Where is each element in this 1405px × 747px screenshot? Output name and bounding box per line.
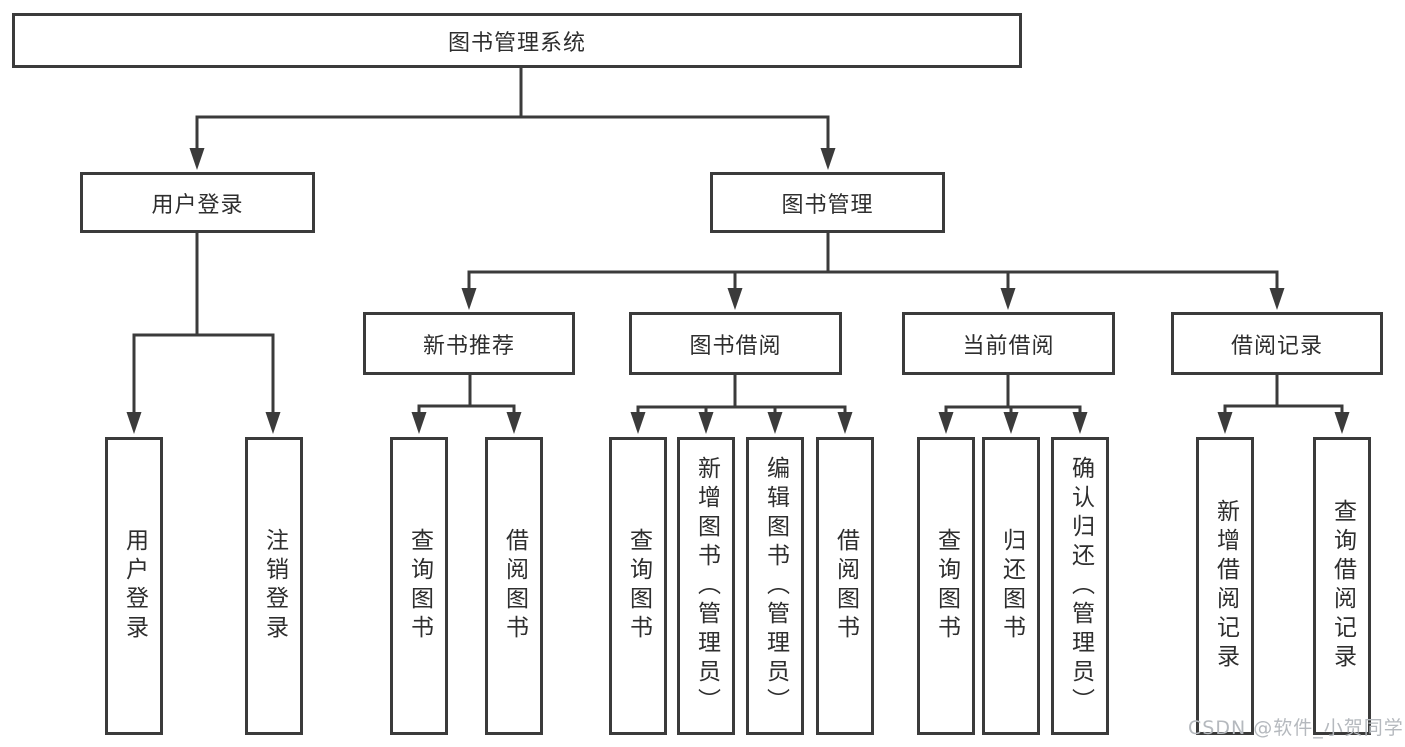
leaf-label: 归还图书 — [998, 528, 1025, 644]
leaf-logout: 注销登录 — [245, 437, 303, 735]
node-label: 当前借阅 — [962, 333, 1055, 359]
leaf-bb-add-book-admin: 新增图书（管理员） — [677, 437, 735, 735]
leaf-bb-query-book: 查询图书 — [609, 437, 667, 735]
csdn-watermark: CSDN @软件_小贺同学 — [1188, 717, 1404, 739]
node-label: 图书管理系统 — [447, 30, 586, 56]
leaf-label: 新增图书（管理员） — [693, 455, 720, 717]
leaf-br-add-record: 新增借阅记录 — [1196, 437, 1254, 735]
node-label: 图书借阅 — [689, 333, 782, 359]
node-label: 用户登录 — [151, 192, 244, 218]
leaf-label: 编辑图书（管理员） — [762, 455, 789, 717]
leaf-cb-confirm-return-admin: 确认归还（管理员） — [1051, 437, 1109, 735]
node-library-management-system: 图书管理系统 — [12, 13, 1022, 68]
node-book-borrowing: 图书借阅 — [629, 312, 842, 375]
leaf-nb-query-book: 查询图书 — [390, 437, 448, 735]
leaf-label: 查询图书 — [406, 528, 433, 644]
node-user-login: 用户登录 — [80, 172, 315, 233]
leaf-user-login: 用户登录 — [105, 437, 163, 735]
node-book-management: 图书管理 — [710, 172, 945, 233]
leaf-cb-query-book: 查询图书 — [917, 437, 975, 735]
leaf-label: 用户登录 — [121, 528, 148, 644]
node-label: 图书管理 — [781, 192, 874, 218]
node-new-book-recommend: 新书推荐 — [363, 312, 575, 375]
leaf-bb-edit-book-admin: 编辑图书（管理员） — [746, 437, 804, 735]
node-label: 借阅记录 — [1230, 333, 1323, 359]
leaf-bb-borrow-book: 借阅图书 — [816, 437, 874, 735]
leaf-label: 确认归还（管理员） — [1067, 455, 1094, 717]
leaf-nb-borrow-book: 借阅图书 — [485, 437, 543, 735]
leaf-cb-return-book: 归还图书 — [982, 437, 1040, 735]
leaf-label: 查询图书 — [625, 528, 652, 644]
leaf-label: 查询借阅记录 — [1329, 499, 1356, 673]
node-borrowing-records: 借阅记录 — [1171, 312, 1383, 375]
leaf-label: 借阅图书 — [501, 528, 528, 644]
node-label: 新书推荐 — [422, 333, 515, 359]
leaf-label: 借阅图书 — [832, 528, 859, 644]
node-current-borrowing: 当前借阅 — [902, 312, 1115, 375]
arrowheads — [126, 148, 1350, 434]
leaf-label: 查询图书 — [933, 528, 960, 644]
leaf-br-query-record: 查询借阅记录 — [1313, 437, 1371, 735]
leaf-label: 新增借阅记录 — [1212, 499, 1239, 673]
leaf-label: 注销登录 — [261, 528, 288, 644]
